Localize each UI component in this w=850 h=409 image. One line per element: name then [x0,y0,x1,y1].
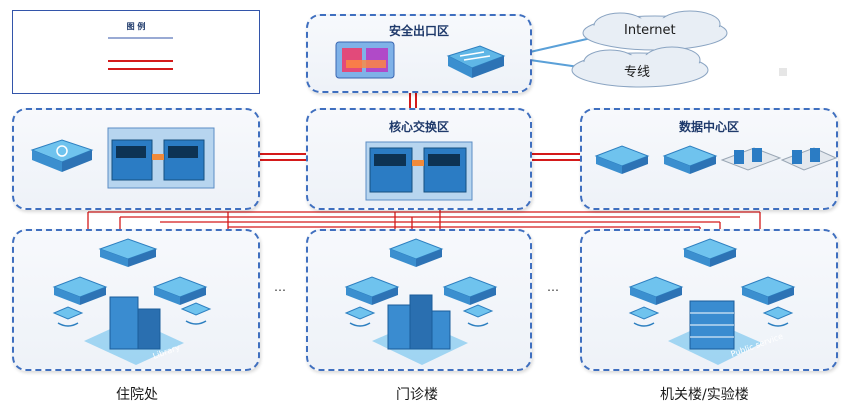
legend-swatches [108,37,173,70]
dc-switch-icon-2 [662,145,718,174]
switch-icon [30,139,94,172]
dc-storage-icon-2 [780,147,838,171]
cloud-private-line-label: 专线 [624,65,651,80]
inpatient-devices: Library [52,238,212,365]
aggregation-switch-icon [682,238,738,267]
dc-switch-icon-1 [594,145,650,174]
ap-icon-right [762,306,794,327]
outpatient-devices [344,238,498,365]
ap-icon-right [180,302,212,325]
zone-building-inpatient: Library [12,229,260,371]
ap-icon-left [52,306,84,327]
data-building-icon [668,300,762,365]
data-center-devices [594,145,838,174]
zone-core-switch-title: 核心交换区 [388,120,449,134]
building-icon [84,296,184,365]
access-switch-icon-left [344,276,400,305]
zone-data-center-title: 数据中心区 [678,120,739,134]
ap-icon-right [462,304,494,327]
access-switch-icon-right [740,276,796,305]
building-icon [372,294,468,365]
zone-security-exit: 安全出口区 [306,14,532,93]
zone-building-admin-lab: Public service [580,229,838,371]
caption-inpatient: 住院处 [116,387,158,403]
legend-title: 图 例 [126,22,146,31]
zone-left-aggregation [12,108,260,210]
cloud-private-line-icon [571,46,709,88]
zone-data-center: 数据中心区 [580,108,838,210]
zone-security-exit-title: 安全出口区 [388,24,449,38]
router-icon [446,45,506,78]
access-switch-icon-right [442,276,498,305]
access-switch-icon-right [152,276,208,305]
left-zone-devices [30,127,215,189]
ellipsis-1: … [274,280,286,294]
caption-admin-lab: 机关楼/实验楼 [660,387,749,403]
zone-core-switch: 核心交换区 [306,108,532,210]
ap-icon-left [344,306,376,327]
dc-storage-icon-1 [720,147,782,171]
ap-icon-left [628,306,660,327]
ellipsis-2: … [547,280,559,294]
small-square-marker [779,68,787,76]
aggregation-switch-icon [388,238,444,267]
core-switch-cluster-icon [365,141,473,201]
cloud-internet-icon [582,10,728,51]
zone-building-outpatient [306,229,532,371]
aggregation-switch-icon [98,238,158,267]
access-switch-icon-left [52,276,108,305]
firewall-icon [335,41,395,79]
caption-outpatient: 门诊楼 [396,387,438,403]
access-switch-icon-left [628,276,684,305]
security-devices [335,41,506,79]
server-cluster-icon [107,127,215,189]
legend-box: 图 例 [12,10,260,94]
admin-lab-devices: Public service [628,238,796,365]
cloud-internet-label: Internet [624,23,676,38]
core-devices [365,141,473,201]
